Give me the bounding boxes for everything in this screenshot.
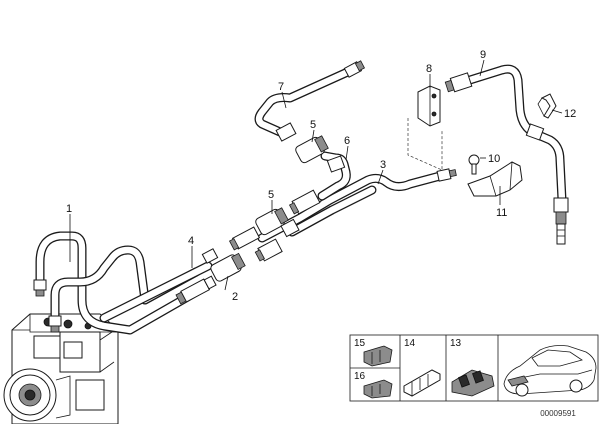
- fittings: [33, 60, 569, 333]
- callout-7: 7: [278, 81, 284, 93]
- callout-5-upper: 5: [310, 119, 316, 131]
- callout-4: 4: [188, 235, 194, 247]
- callout-numbers: 1 2 3 4 5 5 6 7 8 9 10 11 12: [66, 49, 576, 303]
- callout-6: 6: [344, 135, 350, 147]
- inset-panels: 15 16 14 13: [349, 334, 599, 402]
- callout-12: 12: [564, 108, 576, 120]
- callout-11: 11: [496, 207, 507, 219]
- panel-16-label: 16: [354, 371, 366, 382]
- panel-15-label: 15: [354, 338, 366, 349]
- brake-pipes: [35, 64, 567, 335]
- callout-1: 1: [66, 203, 72, 215]
- car-silhouette: [503, 345, 597, 397]
- panel-13-label: 13: [450, 338, 462, 349]
- callout-8: 8: [426, 63, 432, 75]
- callout-10: 10: [488, 153, 500, 165]
- catalog-number: 00009591: [540, 409, 576, 418]
- callout-9: 9: [480, 49, 486, 61]
- callout-5-lower: 5: [268, 189, 274, 201]
- callout-2: 2: [232, 291, 238, 303]
- panel-14-label: 14: [404, 338, 416, 349]
- leader-lines: [69, 59, 563, 291]
- hydraulic-unit: [3, 313, 119, 424]
- callout-3: 3: [380, 159, 386, 171]
